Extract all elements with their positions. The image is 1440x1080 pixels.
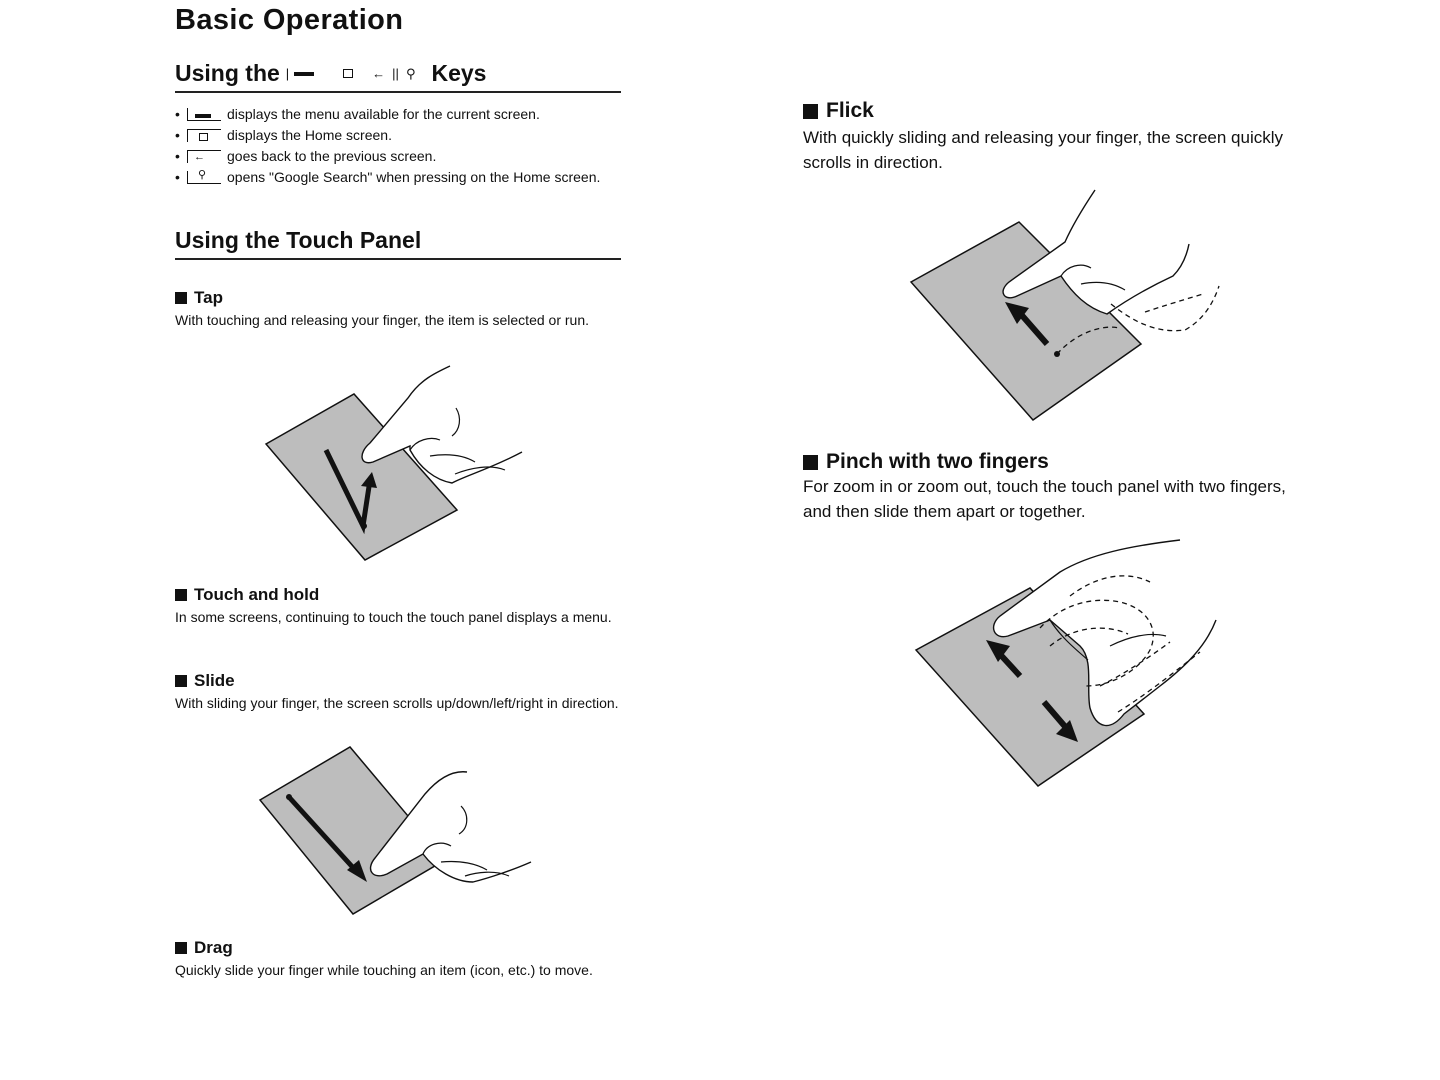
list-item: displays the menu available for the curr… [175,104,615,125]
slide-illustration [258,746,532,915]
square-bullet-icon [175,675,187,687]
pinch-illustration [914,539,1217,787]
search-key-icon: ⚲ [187,169,221,184]
flick-illustration [909,189,1220,421]
touch-section-heading: Using the Touch Panel [175,227,621,260]
tap-heading: Tap [175,288,223,308]
list-item: ←goes back to the previous screen. [175,146,615,167]
back-key-icon: ← [187,150,221,163]
square-bullet-icon [175,292,187,304]
square-bullet-icon [803,103,818,119]
touch-hold-description: In some screens, continuing to touch the… [175,609,612,625]
square-bullet-icon [175,589,187,601]
keys-heading-suffix: Keys [431,60,487,86]
pinch-heading: Pinch with two fingers [803,450,1049,474]
home-key-icon [343,69,354,78]
pinch-description: For zoom in or zoom out, touch the touch… [803,477,1286,521]
list-item: ⚲opens "Google Search" when pressing on … [175,167,615,188]
square-bullet-icon [175,942,187,954]
square-bullet-icon [803,454,818,470]
flick-heading: Flick [803,99,874,123]
tap-illustration [264,365,523,561]
search-key-icon: ⚲ [405,65,416,81]
home-key-icon [187,129,221,142]
key-descriptions-list: displays the menu available for the curr… [175,104,615,188]
back-key-icon: ← [372,66,386,81]
drag-heading: Drag [175,938,233,958]
touch-hold-heading: Touch and hold [175,585,319,605]
flick-description: With quickly sliding and releasing your … [803,128,1284,172]
keys-section-heading: Using the | ← || ⚲ Keys [175,60,621,93]
drag-description: Quickly slide your finger while touching… [175,962,593,978]
slide-description: With sliding your finger, the screen scr… [175,695,619,711]
slide-heading: Slide [175,671,235,691]
keys-heading-prefix: Using the [175,60,280,86]
tap-description: With touching and releasing your finger,… [175,312,589,328]
menu-key-icon [294,71,315,76]
menu-key-icon [187,108,221,121]
list-item: displays the Home screen. [175,125,615,146]
page-title: Basic Operation [175,4,404,36]
